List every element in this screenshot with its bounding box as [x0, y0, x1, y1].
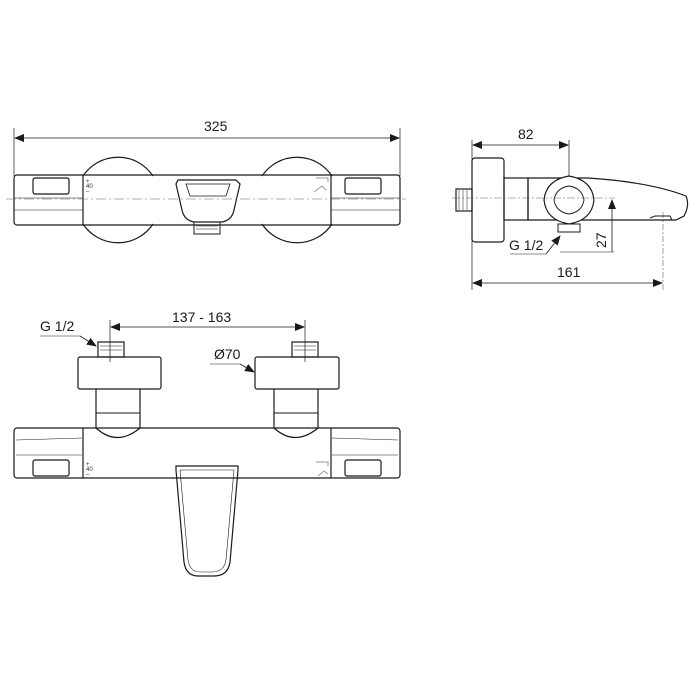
spout-height-label: 27: [593, 232, 609, 248]
front-flow-symbol-icon: [316, 461, 329, 477]
side-diverter: [543, 175, 595, 225]
escutcheon-right-front: [254, 356, 340, 390]
flow-symbol-icon: [313, 177, 329, 193]
side-view: [452, 140, 689, 290]
total-depth-label: 161: [557, 264, 581, 280]
temp-40-mark: 40: [86, 184, 93, 190]
escutcheon-left: [82, 156, 154, 244]
temperature-handle-window: [32, 177, 70, 195]
escutcheon-right: [261, 156, 333, 244]
flow-handle-window: [344, 177, 382, 195]
outlet-thread-label: G 1/2: [509, 237, 543, 253]
escutcheon-diameter-label: Ø70: [214, 346, 241, 362]
front-temp-plus-mark: +: [86, 462, 90, 468]
diverter-knob: [175, 179, 241, 223]
front-mixer-body: [13, 427, 401, 479]
temp-minus-mark: –: [86, 189, 90, 195]
inlet-thread-label: G 1/2: [40, 318, 74, 334]
front-temp-minus-mark: –: [86, 472, 90, 478]
front-view: [13, 320, 401, 577]
temp-plus-mark: +: [86, 179, 90, 185]
top-view: [6, 128, 406, 244]
mixer-body: [13, 174, 401, 226]
side-escutcheon: [471, 157, 505, 243]
dimension-overall-width: [13, 128, 401, 176]
outlet-thread: [193, 221, 221, 235]
front-temp-40-mark: 40: [86, 467, 93, 473]
overall-width-label: 325: [204, 118, 228, 134]
front-flow-window: [344, 459, 382, 477]
inlet-thread-left: [97, 341, 125, 358]
centers-label: 137 - 163: [172, 309, 231, 325]
side-spout: [527, 177, 689, 221]
escutcheon-left-front: [77, 356, 162, 390]
front-temperature-window: [32, 459, 70, 477]
depth-to-diverter-label: 82: [518, 126, 534, 142]
side-inlet-thread: [455, 188, 473, 212]
front-spout: [175, 465, 239, 577]
